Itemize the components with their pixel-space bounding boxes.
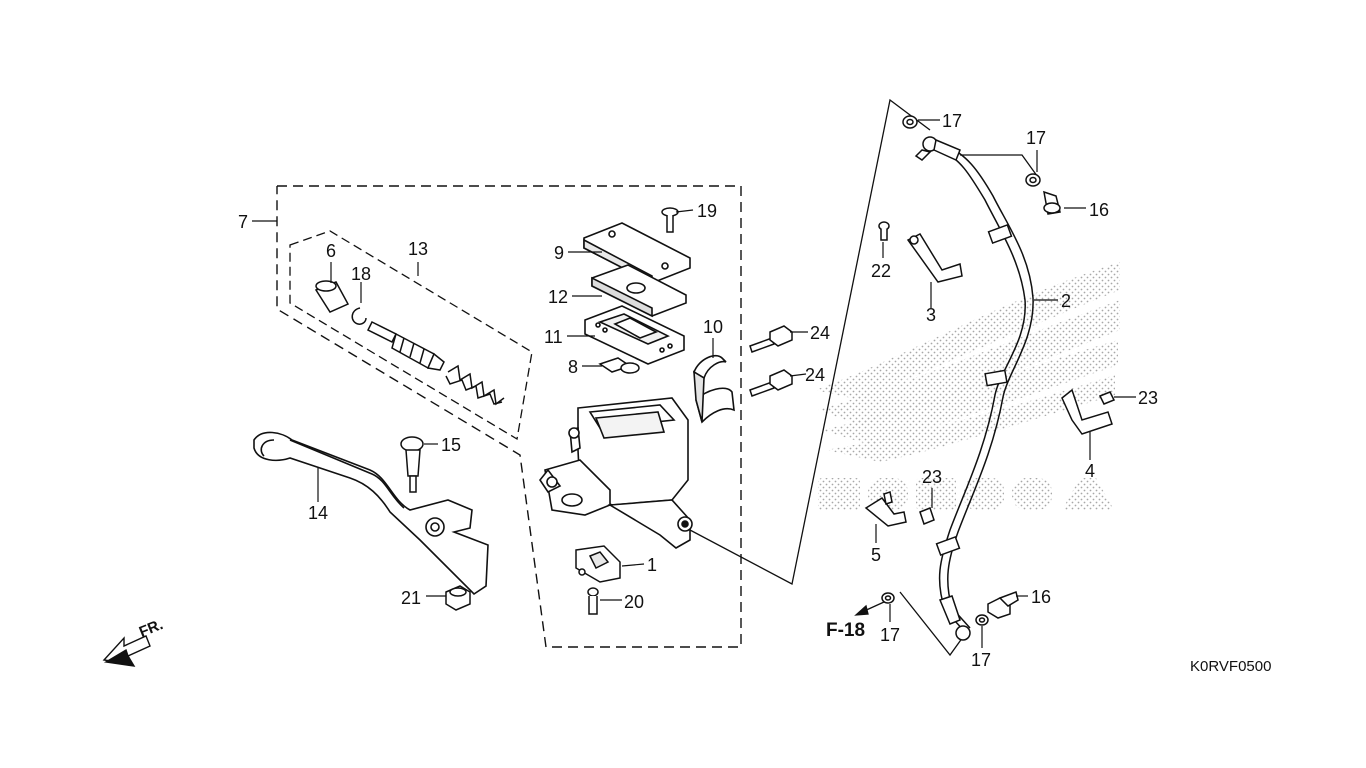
holder-10 — [692, 354, 735, 424]
group-13-outline — [289, 230, 533, 441]
bolt-22 — [878, 221, 890, 241]
callout-3: 3 — [926, 305, 937, 325]
callout-10: 10 — [703, 317, 724, 337]
diaphragm — [584, 305, 685, 365]
front-direction-arrow — [102, 635, 151, 667]
callout-20: 20 — [624, 592, 645, 612]
callout-17c: 17 — [880, 625, 901, 645]
hose-clamp-5 — [864, 491, 907, 527]
callout-18: 18 — [351, 264, 372, 284]
callout-23a: 23 — [1138, 388, 1159, 408]
callout-7: 7 — [238, 212, 249, 232]
honda-wing-watermark — [815, 262, 1120, 510]
diaphragm-plate — [591, 264, 687, 318]
brake-lever — [253, 431, 489, 596]
callout-13: 13 — [408, 239, 429, 259]
callout-14: 14 — [308, 503, 329, 523]
callout-17b: 17 — [1026, 128, 1047, 148]
callout-17a: 17 — [942, 111, 963, 131]
callout-6: 6 — [326, 241, 337, 261]
bolt-23 — [919, 391, 1116, 525]
oil-bolt-16 — [987, 190, 1061, 619]
hose-upper-fitting — [914, 136, 961, 162]
callout-5: 5 — [871, 545, 882, 565]
group-7-outline — [276, 185, 742, 648]
bolt-24-lower — [749, 369, 793, 397]
sealing-washer-17 — [881, 115, 1041, 626]
callout-2: 2 — [1061, 291, 1072, 311]
callout-24a: 24 — [810, 323, 831, 343]
clip-8 — [598, 357, 640, 374]
reference-label: F-18 — [826, 620, 866, 641]
callout-12: 12 — [548, 287, 569, 307]
bolt-24-upper — [749, 325, 793, 353]
callout-17d: 17 — [971, 650, 992, 670]
hose-clamp-4 — [1061, 388, 1113, 435]
callout-11: 11 — [544, 327, 563, 347]
circlip-18 — [351, 307, 367, 325]
callout-15: 15 — [441, 435, 462, 455]
brake-hose — [935, 145, 1034, 633]
hose-stay-3 — [906, 233, 963, 283]
callout-8: 8 — [568, 357, 579, 377]
callout-16b: 16 — [1031, 587, 1052, 607]
piston-boot — [314, 280, 350, 313]
piston — [366, 320, 445, 371]
hose-lower-fitting — [938, 595, 971, 641]
screw-19 — [661, 207, 679, 233]
nut-21 — [445, 585, 471, 611]
callout-19: 19 — [697, 201, 718, 221]
callout-4: 4 — [1085, 461, 1096, 481]
callout-1: 1 — [647, 555, 658, 575]
callout-22: 22 — [871, 261, 892, 281]
screw-20 — [587, 587, 599, 615]
leader-lines — [252, 119, 1136, 648]
front-stop-switch — [575, 545, 621, 583]
callout-23b: 23 — [922, 467, 943, 487]
callout-21: 21 — [401, 588, 422, 608]
callout-9: 9 — [554, 243, 565, 263]
pivot-bolt-15 — [400, 436, 424, 493]
callout-24b: 24 — [805, 365, 826, 385]
reference-arrow — [854, 601, 885, 616]
spring — [445, 364, 505, 406]
callout-16a: 16 — [1089, 200, 1110, 220]
master-cylinder-body — [539, 397, 693, 549]
diagram-code: K0RVF0500 — [1190, 658, 1272, 675]
